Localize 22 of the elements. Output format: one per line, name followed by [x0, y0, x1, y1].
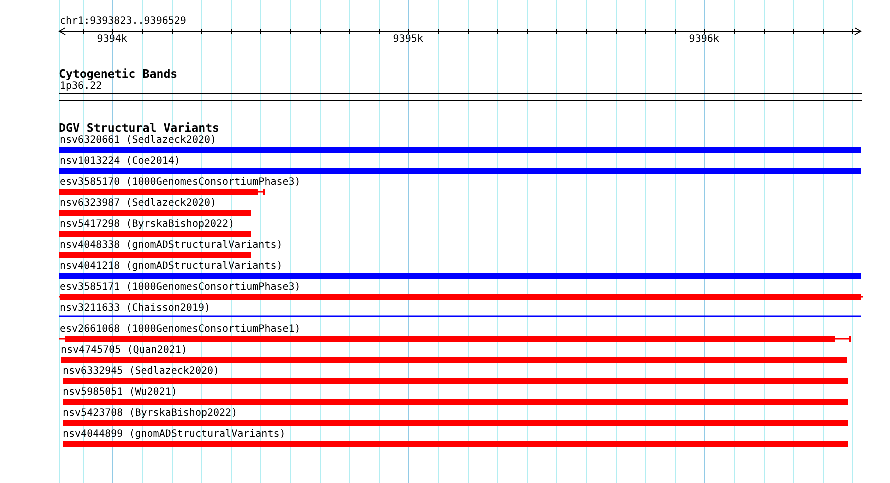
track-title: DGV Structural Variants [59, 122, 220, 134]
variant-label: nsv6332945 (Sedlazeck2020) [63, 367, 220, 377]
variant-label: nsv6320661 (Sedlazeck2020) [60, 136, 217, 146]
variant-label: nsv5417298 (ByrskaBishop2022) [60, 220, 235, 230]
variant-label: nsv5985051 (Wu2021) [63, 388, 178, 398]
variant-label: nsv4041218 (gnomADStructuralVariants) [60, 262, 283, 272]
variant-label: nsv4044899 (gnomADStructuralVariants) [63, 430, 286, 440]
variant-label: esv3585171 (1000GenomesConsortiumPhase3) [60, 283, 301, 293]
variant-label: nsv1013224 (Coe2014) [60, 157, 180, 167]
variant-label: esv3585170 (1000GenomesConsortiumPhase3) [60, 178, 301, 188]
variant-label: nsv5423708 (ByrskaBishop2022) [63, 409, 238, 419]
tick-label: 9396k [689, 35, 720, 45]
band-label: 1p36.22 [60, 82, 102, 92]
variant-label: esv2661068 (1000GenomesConsortiumPhase1) [60, 325, 301, 335]
track-title: Cytogenetic Bands [59, 68, 178, 80]
tick-label: 9395k [393, 35, 424, 45]
variant-label: nsv4745705 (Quan2021) [61, 346, 188, 356]
variant-label: nsv3211633 (Chaisson2019) [60, 304, 211, 314]
variant-label: nsv6323987 (Sedlazeck2020) [60, 199, 217, 209]
locus-label: chr1:9393823..9396529 [60, 16, 186, 26]
variant-label: nsv4048338 (gnomADStructuralVariants) [60, 241, 283, 251]
tick-label: 9394k [97, 35, 128, 45]
